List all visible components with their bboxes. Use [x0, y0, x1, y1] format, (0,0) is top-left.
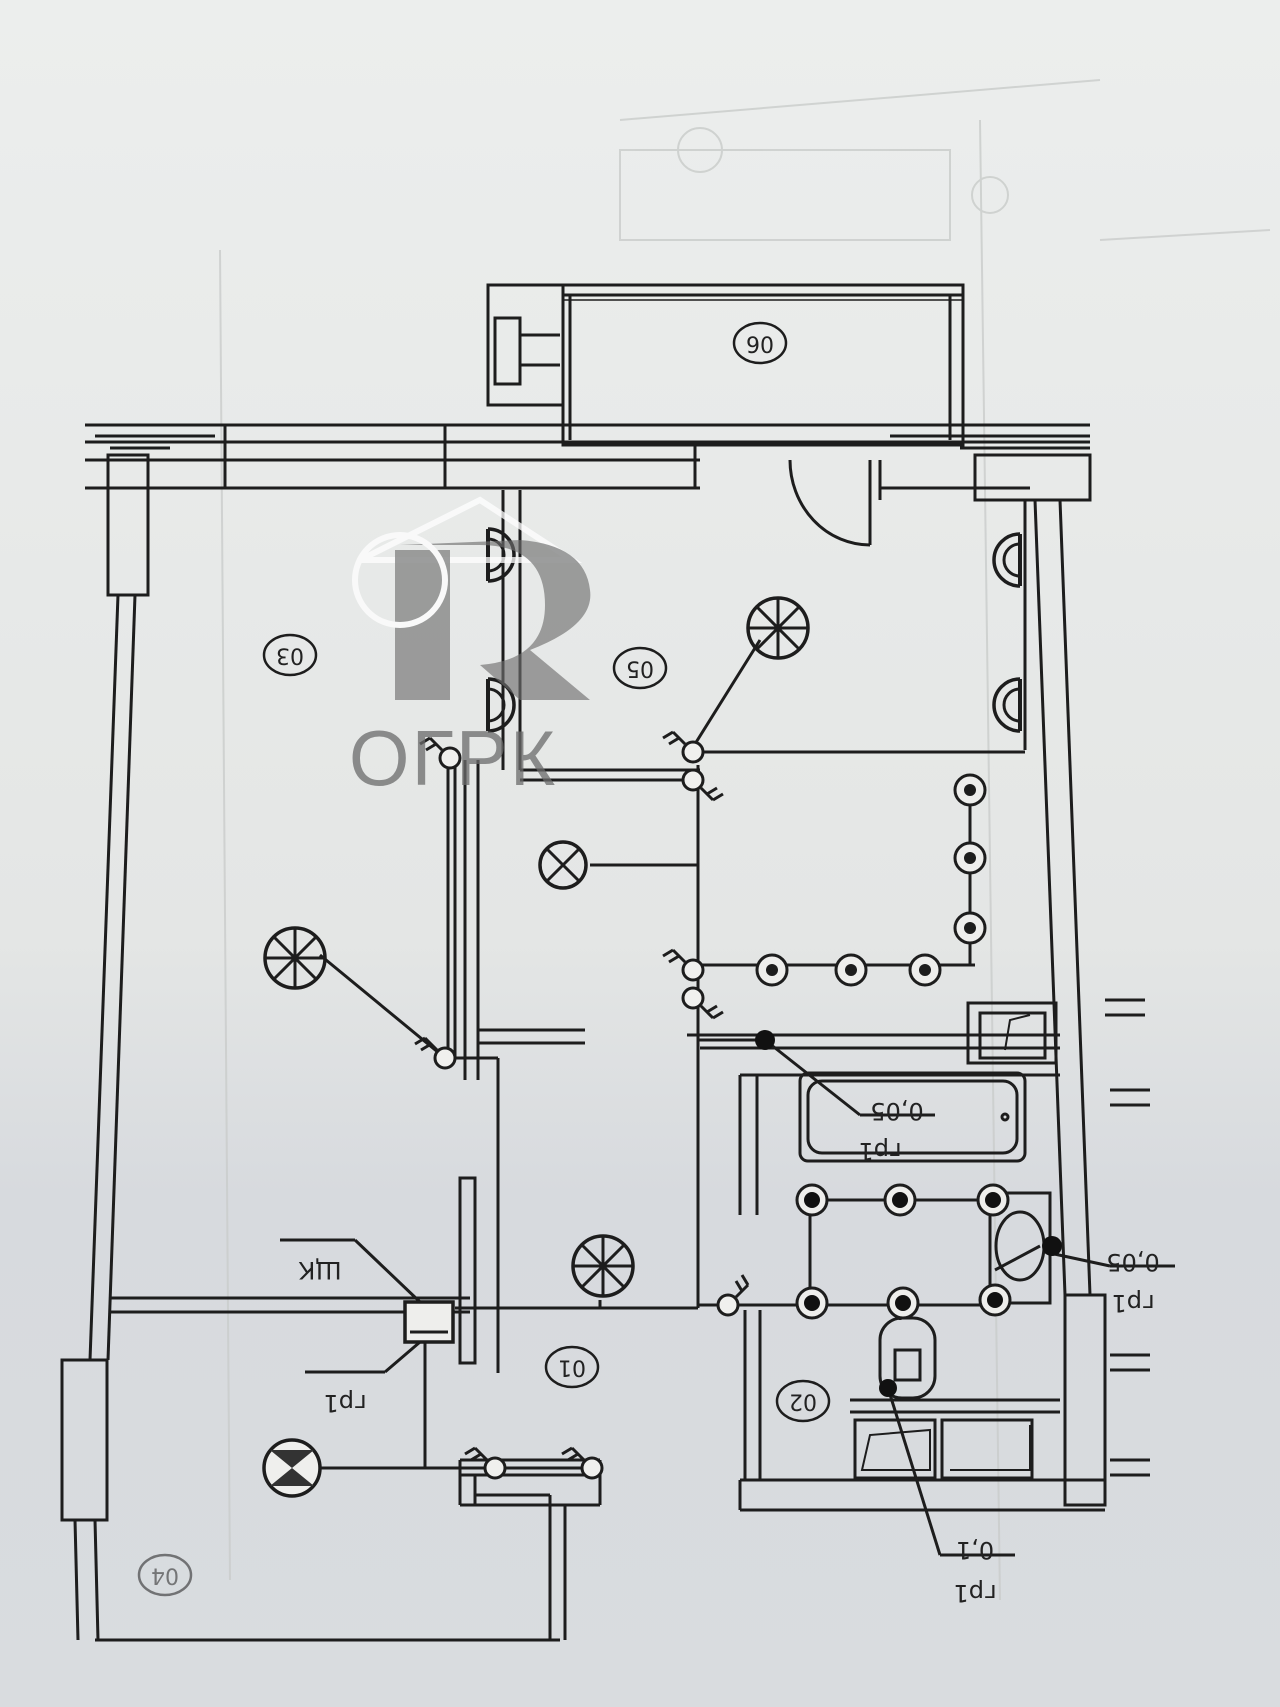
room-label-03: 03 [262, 633, 318, 677]
lamp-cross-icon [538, 840, 588, 890]
group-label-sink: гр1 [1111, 1289, 1154, 1317]
room-label-01: 01 [544, 1345, 600, 1389]
group-label-toilet: гр1 [953, 1579, 996, 1607]
ceiling-light-icon [263, 926, 327, 990]
panel-label: ЩК [298, 1256, 341, 1284]
spotlight-icon [978, 1283, 1012, 1317]
svg-text:03: 03 [276, 643, 304, 668]
walls [60, 283, 1150, 1642]
load-label-sink: 0,05 [1106, 1248, 1159, 1276]
spotlight-icon [795, 1286, 829, 1320]
switch-icon [681, 986, 725, 1020]
electrical-panel-icon [403, 1300, 455, 1344]
spotlight-icon [886, 1286, 920, 1320]
watermark-text: ОГРК [349, 714, 557, 802]
room-label-05: 05 [612, 646, 668, 690]
spotlight-icon [976, 1183, 1010, 1217]
spotlight-icon [953, 773, 987, 807]
ceiling-light-icon [571, 1234, 635, 1298]
svg-text:06: 06 [746, 331, 774, 356]
entrance-lamp-icon [262, 1438, 322, 1498]
socket-icon [755, 1030, 775, 1050]
spotlight-icon [755, 953, 789, 987]
room-label-02: 02 [775, 1379, 831, 1423]
load-label-toilet: 0,1 [956, 1536, 994, 1564]
switch-icon [681, 768, 725, 802]
spotlight-icon [908, 953, 942, 987]
watermark-logo: ОГРК [349, 496, 591, 802]
load-label-bath: 0,05 [870, 1097, 923, 1125]
socket-icon [879, 1379, 897, 1397]
ceiling-light-icon [746, 596, 810, 660]
spotlight-icon [953, 911, 987, 945]
spotlight-icon [883, 1183, 917, 1217]
room-label-04: 04 [137, 1553, 193, 1597]
spotlight-icon [834, 953, 868, 987]
wall-lamp-icon [486, 527, 516, 583]
wall-lamp-icon [992, 532, 1022, 588]
ghost-lines [219, 79, 1271, 1601]
group-label-panel: гр1 [323, 1389, 366, 1417]
svg-text:02: 02 [789, 1389, 817, 1414]
spotlight-icon [953, 841, 987, 875]
spotlight-icon [795, 1183, 829, 1217]
svg-text:01: 01 [558, 1355, 586, 1380]
svg-text:04: 04 [151, 1563, 179, 1588]
switch-icon [661, 730, 705, 764]
room-label-06: 06 [732, 321, 788, 365]
group-label-bath: гр1 [858, 1137, 901, 1165]
svg-text:05: 05 [626, 656, 654, 681]
switch-icon [716, 1273, 750, 1317]
wall-lamp-icon [992, 677, 1022, 733]
socket-icon [1042, 1236, 1062, 1256]
